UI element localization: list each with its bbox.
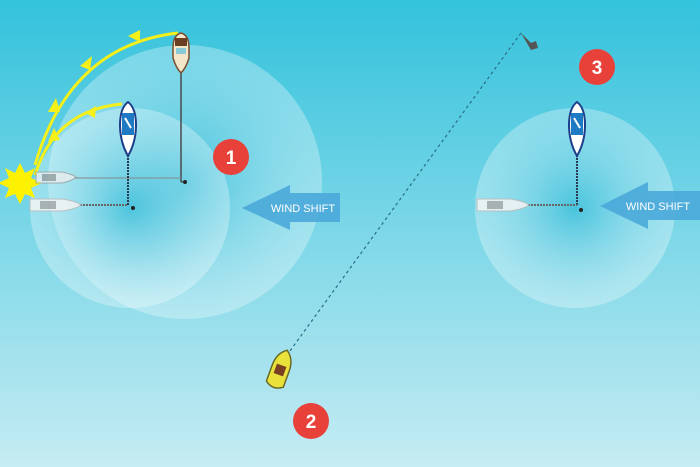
- step-number-3: 3: [592, 58, 603, 79]
- powerboat-icon: [172, 32, 190, 75]
- anchor-point: [183, 180, 187, 184]
- yellow-boat-icon: [265, 349, 292, 389]
- collision-icon: [0, 163, 42, 204]
- wind-shift-label: WIND SHIFT: [271, 203, 335, 215]
- anchor-point: [131, 206, 135, 210]
- step-marker-2: [293, 403, 329, 439]
- wind-shift-arrow: [242, 185, 340, 230]
- powerboat-ghost-icon: [35, 171, 77, 184]
- wind-shift-label: WIND SHIFT: [626, 201, 690, 213]
- anchor-icon: [521, 33, 538, 50]
- swing-circle: [475, 108, 675, 308]
- step-marker-3: [579, 49, 615, 85]
- scene-1: 1 WIND SHIFT: [0, 30, 340, 319]
- step-number-2: 2: [306, 412, 317, 433]
- anchor-rode-long: [286, 32, 522, 356]
- sailboat-icon: [567, 100, 587, 159]
- wind-shift-arrow: [600, 182, 700, 229]
- sailboat-ghost-icon: [476, 198, 530, 212]
- swing-path-short: [33, 102, 123, 176]
- scene-2: 2: [265, 32, 538, 439]
- sailboat-icon: [118, 100, 138, 159]
- step-number-1: 1: [226, 148, 237, 169]
- anchor-point: [579, 208, 583, 212]
- swing-circle-small: [30, 108, 230, 308]
- sailboat-ghost-icon: [29, 198, 82, 212]
- scene-3: 3 WIND SHIFT: [475, 49, 700, 308]
- step-marker-1: [213, 139, 249, 175]
- swing-arrowheads: [48, 30, 140, 142]
- swing-path-long: [33, 31, 179, 166]
